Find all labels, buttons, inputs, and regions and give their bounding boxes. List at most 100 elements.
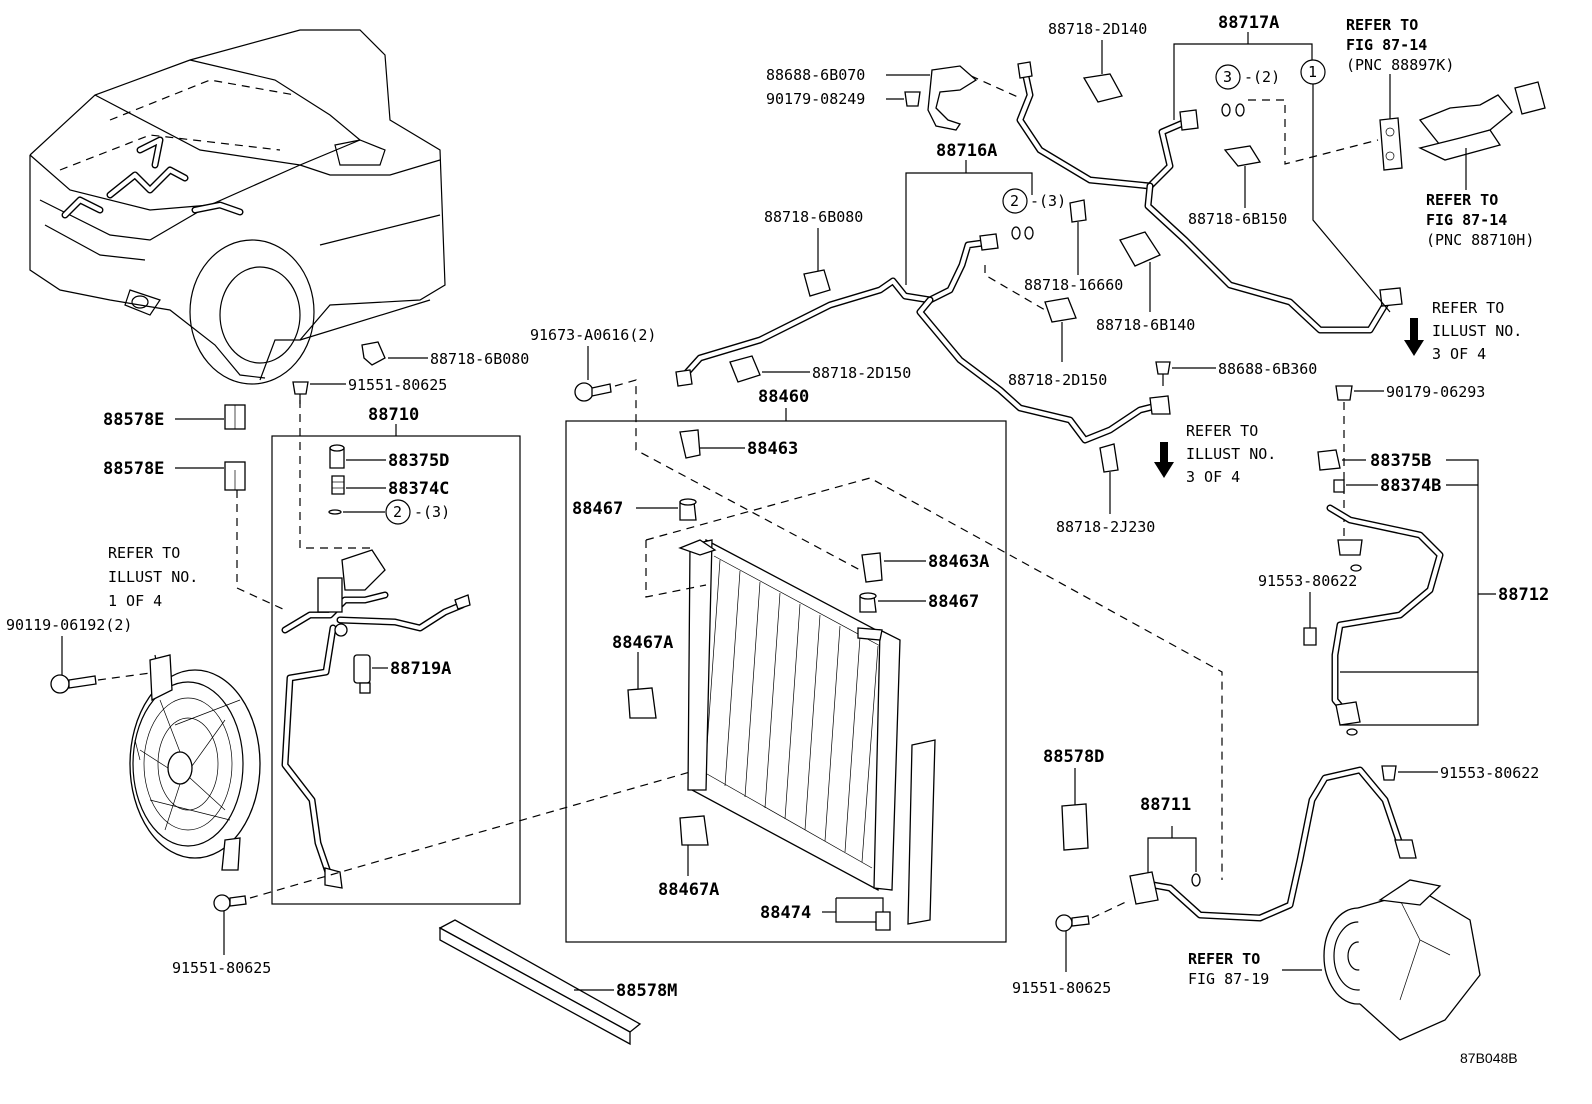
part-88718-2D150-a: 88718-2D150 [729, 355, 911, 383]
part-91551-80625-br: 91551-80625 [1012, 899, 1131, 997]
label-90119-06192: 90119-06192(2) [6, 616, 132, 634]
svg-text:3 OF 4: 3 OF 4 [1432, 345, 1486, 363]
label-88718-2D150-b: 88718-2D150 [1008, 371, 1107, 389]
svg-text:ILLUST NO.: ILLUST NO. [1186, 445, 1276, 463]
group-88711: 88711 [1129, 766, 1417, 922]
down-arrow-icon [1154, 442, 1174, 478]
svg-text:1 OF 4: 1 OF 4 [108, 592, 162, 610]
callout-2-qty: -(3) [414, 503, 450, 521]
callout-2: 2 [393, 503, 402, 521]
part-88718-6B140: 88718-6B140 [1096, 231, 1195, 334]
callout-2b-qty: -(3) [1030, 192, 1066, 210]
label-88688-6B360: 88688-6B360 [1218, 360, 1317, 378]
svg-text:FIG 87-14: FIG 87-14 [1426, 211, 1507, 229]
label-88463A: 88463A [928, 552, 989, 572]
label-88718-2J230: 88718-2J230 [1056, 518, 1155, 536]
label-91551-80625-br: 91551-80625 [1012, 979, 1111, 997]
part-88718-6B080-left: 88718-6B080 [361, 341, 529, 368]
refer-fig-87-14-b: REFER TO FIG 87-14 (PNC 88710H) [1418, 81, 1546, 249]
label-88718-6B150: 88718-6B150 [1188, 210, 1287, 228]
label-88718-6B140: 88718-6B140 [1096, 316, 1195, 334]
callout-1: 1 [1308, 63, 1317, 81]
label-91553-80622-a: 91553-80622 [1258, 572, 1357, 590]
vehicle-illustration [29, 29, 446, 385]
label-88712: 88712 [1498, 585, 1549, 605]
part-88578D: 88578D [1043, 747, 1104, 851]
part-88718-2J230: 88718-2J230 [1056, 443, 1155, 536]
label-88718-2D140: 88718-2D140 [1048, 20, 1147, 38]
group-88460: 88460 88463 88467 88463A 88467 88467A [565, 387, 1223, 943]
label-88718-6B080-left: 88718-6B080 [430, 350, 529, 368]
group-88716A: 88716A 2 -(3) [905, 141, 1066, 285]
part-91551-80625-top: 91551-80625 [292, 376, 447, 404]
svg-text:REFER TO: REFER TO [1188, 950, 1260, 968]
label-88711: 88711 [1140, 795, 1191, 815]
label-91673-A0616: 91673-A0616(2) [530, 326, 656, 344]
part-88578E-1: 88578E [103, 404, 246, 430]
part-91673-A0616: 91673-A0616(2) [530, 326, 861, 571]
label-88578E-1: 88578E [103, 410, 164, 430]
refer-illust-1-of-4: REFER TO ILLUST NO. 1 OF 4 [108, 544, 198, 610]
label-88467A-a: 88467A [612, 633, 673, 653]
label-91553-80622-b: 91553-80622 [1440, 764, 1539, 782]
label-90179-06293: 90179-06293 [1386, 383, 1485, 401]
part-88578E-2: 88578E [103, 459, 246, 491]
part-88375D-icon [329, 444, 345, 469]
svg-text:REFER TO: REFER TO [1186, 422, 1258, 440]
label-88718-2D150-a: 88718-2D150 [812, 364, 911, 382]
label-88460: 88460 [758, 387, 809, 407]
label-88578D: 88578D [1043, 747, 1104, 767]
part-91553-80622-b: 91553-80622 [1381, 764, 1539, 782]
label-88717A: 88717A [1218, 13, 1279, 33]
callout-2b: 2 [1010, 192, 1019, 210]
refer-fig-87-14-a: REFER TO FIG 87-14 (PNC 88897K) [1346, 16, 1454, 171]
part-88718-2D150-b: 88718-2D150 [1008, 297, 1107, 389]
label-88688-6B070: 88688-6B070 [766, 66, 865, 84]
refer-illust-3-of-4-b: REFER TO ILLUST NO. 3 OF 4 [1154, 422, 1276, 486]
label-88374C: 88374C [388, 479, 449, 499]
diagram-id: 87B048B [1460, 1050, 1518, 1066]
label-88578M: 88578M [616, 981, 677, 1001]
label-88718-6B080-top: 88718-6B080 [764, 208, 863, 226]
pipes-top [675, 61, 1403, 444]
label-88375B: 88375B [1370, 451, 1431, 471]
label-88716A: 88716A [936, 141, 997, 161]
label-88467-a: 88467 [572, 499, 623, 519]
svg-text:REFER TO: REFER TO [1426, 191, 1498, 209]
label-88719A: 88719A [390, 659, 451, 679]
part-88718-6B080-top: 88718-6B080 [764, 208, 863, 297]
part-88688-6B070: 88688-6B070 [766, 65, 978, 131]
part-88688-6B360: 88688-6B360 [1155, 360, 1317, 386]
label-88463: 88463 [747, 439, 798, 459]
part-91551-80625-bl: 91551-80625 [172, 894, 271, 977]
svg-text:FIG 87-19: FIG 87-19 [1188, 970, 1269, 988]
group-88710: 88710 88375D 88374C 2 -(3) [271, 400, 521, 905]
label-88710: 88710 [368, 405, 419, 425]
part-90179-08249: 90179-08249 [766, 90, 921, 108]
down-arrow-icon [1404, 318, 1424, 356]
label-88474: 88474 [760, 903, 811, 923]
label-90179-08249: 90179-08249 [766, 90, 865, 108]
svg-text:3 OF 4: 3 OF 4 [1186, 468, 1240, 486]
callout-3-qty: -(2) [1244, 68, 1280, 86]
condenser-fins [704, 559, 879, 863]
label-88375D: 88375D [388, 451, 449, 471]
svg-text:ILLUST NO.: ILLUST NO. [1432, 322, 1522, 340]
part-88718-6B150: 88718-6B150 [1188, 145, 1287, 228]
part-88578M: 88578M [438, 919, 677, 1046]
label-88374B: 88374B [1380, 476, 1441, 496]
part-88718-2D140: 88718-2D140 [1048, 20, 1147, 103]
group-88712: 88375B 88374B 88712 [1317, 449, 1549, 736]
svg-text:REFER TO: REFER TO [1346, 16, 1418, 34]
part-90119-06192: 90119-06192(2) [6, 616, 159, 694]
label-88718-16660: 88718-16660 [1024, 276, 1123, 294]
part-88374C-icon [331, 475, 345, 495]
group-88717A: 88717A 3 -(2) 1 [1173, 13, 1391, 313]
part-88719A-icon [353, 654, 371, 694]
svg-text:FIG 87-14: FIG 87-14 [1346, 36, 1427, 54]
part-91553-80622-a: 91553-80622 [1258, 572, 1357, 646]
label-88467A-b: 88467A [658, 880, 719, 900]
svg-text:(PNC 88897K): (PNC 88897K) [1346, 56, 1454, 74]
